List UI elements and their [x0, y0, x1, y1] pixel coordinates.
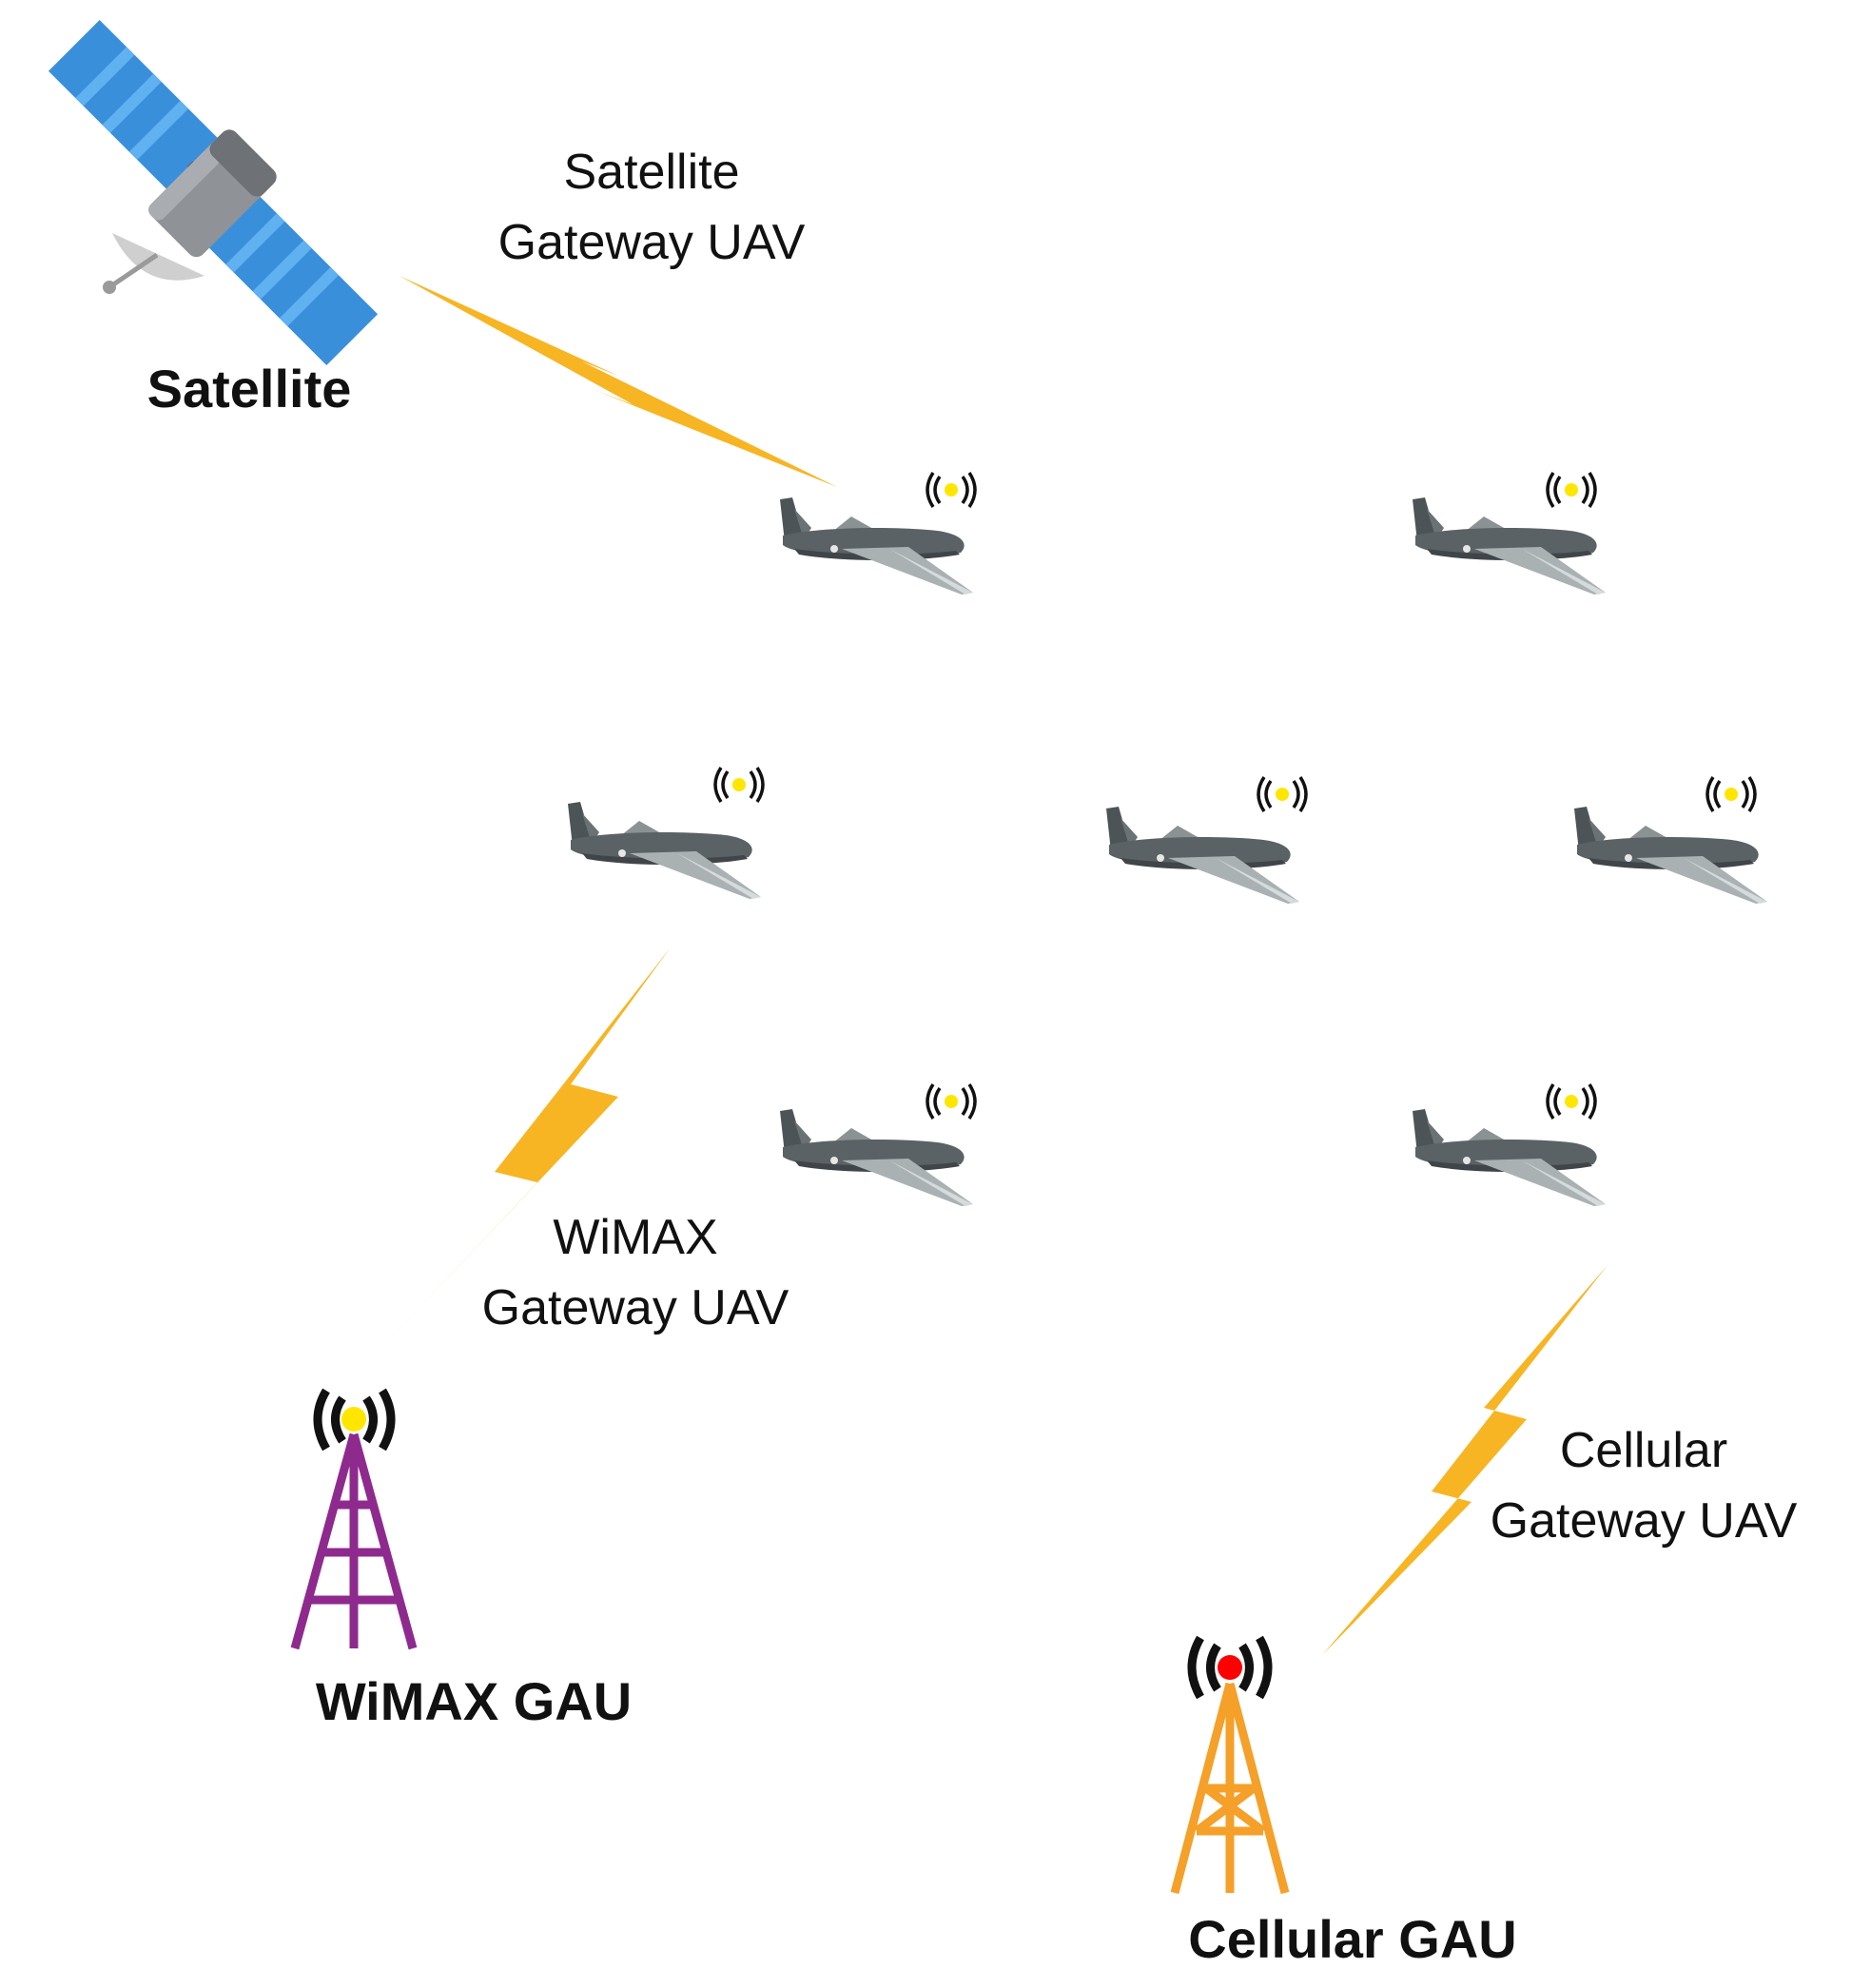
uav-drone-icon: [1574, 775, 1767, 904]
wimax-gau-label: WiMAX GAU: [316, 1671, 632, 1731]
satellite-label: Satellite: [147, 359, 352, 419]
uav-drone-icon: [780, 471, 977, 594]
wimax-link-label-line2: Gateway UAV: [482, 1280, 789, 1335]
satellite-link-label-line1: Satellite: [564, 145, 740, 200]
uav-drone-icon: [568, 766, 765, 899]
cellular-link-label-line1: Cellular: [1560, 1423, 1727, 1478]
cellular-link-label-line2: Gateway UAV: [1491, 1493, 1798, 1549]
cellular-link-lightning-bolt-icon: [1322, 1265, 1608, 1655]
uav-drone-icon: [1413, 471, 1606, 594]
uav-drone-icon: [1413, 1082, 1606, 1206]
satellite-link-lightning-bolt-icon: [400, 276, 837, 487]
uav-drone-icon: [780, 1082, 977, 1206]
wimax-link-lightning-bolt-icon: [388, 947, 671, 1341]
wimax-gau-radio-tower-icon: [290, 1388, 418, 1650]
cellular-gau-radio-tower-icon: [1170, 1635, 1290, 1895]
uav-drone-icon: [1106, 775, 1308, 904]
satellite-link-label-line2: Gateway UAV: [498, 215, 806, 270]
cellular-gau-label: Cellular GAU: [1188, 1909, 1516, 1969]
wimax-link-label-line1: WiMAX: [553, 1210, 717, 1265]
satellite-icon: [48, 19, 379, 366]
